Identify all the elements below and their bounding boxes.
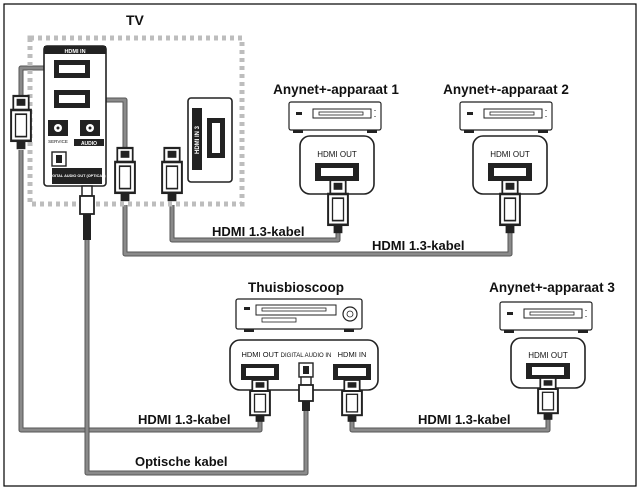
homecinema-title: Thuisbioscoop: [248, 280, 344, 295]
homecinema-optical-port[interactable]: [298, 362, 314, 378]
cable-label-homecinema: HDMI 1.3-kabel: [138, 412, 230, 427]
tv-connector-module: HDMI IN SERVICE: [43, 45, 107, 187]
anynet1-port-label: HDMI OUT: [317, 150, 357, 159]
audio-port[interactable]: [80, 120, 100, 136]
anynet3-port-label: HDMI OUT: [528, 351, 568, 360]
cable-label-optical: Optische kabel: [135, 454, 227, 469]
tv-optical-port[interactable]: [51, 151, 67, 167]
service-port[interactable]: [48, 120, 68, 136]
homecinema-hdmi-in-port[interactable]: [333, 364, 371, 380]
tv-hdmi-port-1[interactable]: [54, 60, 90, 78]
hdmi-in-label: HDMI IN: [64, 49, 85, 55]
cable-label-anynet2: HDMI 1.3-kabel: [372, 238, 464, 253]
tv-right-hdmi-plug: [160, 146, 184, 203]
homecinema-optical-plug: [298, 376, 314, 411]
cable-label-anynet3: HDMI 1.3-kabel: [418, 412, 510, 427]
anynet2-port-label: HDMI OUT: [490, 150, 530, 159]
anynet-device-3: Anynet+-apparaat 3 HDMI OUT: [489, 280, 615, 421]
homecinema-box: [235, 298, 363, 332]
anynet3-hdmi-out-port[interactable]: [526, 363, 570, 379]
homecinema-hdmi-in-label: HDMI IN: [338, 350, 367, 359]
digital-audio-out-label: DIGITAL AUDIO OUT (OPTICAL): [48, 174, 106, 178]
tv-left-hdmi-plug: [9, 94, 33, 151]
audio-label: AUDIO: [81, 141, 97, 147]
tv-panel: TV HDMI IN SERVICE: [27, 12, 245, 207]
outer-frame: [3, 3, 637, 487]
anynet-device-2: Anynet+-apparaat 2 HDMI OUT: [443, 82, 569, 235]
homecinema-digital-audio-in-label: DIGITAL AUDIO IN: [281, 353, 332, 359]
service-label: SERVICE: [48, 139, 68, 144]
tv-optical-plug: [79, 185, 95, 240]
anynet2-title: Anynet+-apparaat 2: [443, 82, 569, 97]
tv-title: TV: [126, 12, 145, 28]
tv-middle-hdmi-plug: [113, 146, 137, 203]
anynet1-hdmi-out-port[interactable]: [315, 163, 359, 181]
cable-tv-to-homecinema: [18, 150, 263, 433]
homecinema-hdmi-out-port[interactable]: [241, 364, 279, 380]
homecinema-hdmi-out-label: HDMI OUT: [241, 350, 278, 359]
homecinema-device: Thuisbioscoop HDMI OUT DIGITAL AUDIO IN …: [229, 280, 379, 423]
anynet2-hdmi-out-port[interactable]: [488, 163, 532, 181]
tv-hdmi-in3-module: HDMI IN 3: [187, 97, 233, 183]
tv-hdmi-port-2[interactable]: [54, 90, 90, 108]
hdmi-in3-label: HDMI IN 3: [195, 125, 201, 154]
anynet-device-1: Anynet+-apparaat 1 HDMI OUT: [273, 82, 399, 235]
cable-label-anynet1: HDMI 1.3-kabel: [212, 224, 304, 239]
tv-hdmi-port-3[interactable]: [207, 118, 225, 158]
anynet1-title: Anynet+-apparaat 1: [273, 82, 399, 97]
anynet3-title: Anynet+-apparaat 3: [489, 280, 615, 295]
